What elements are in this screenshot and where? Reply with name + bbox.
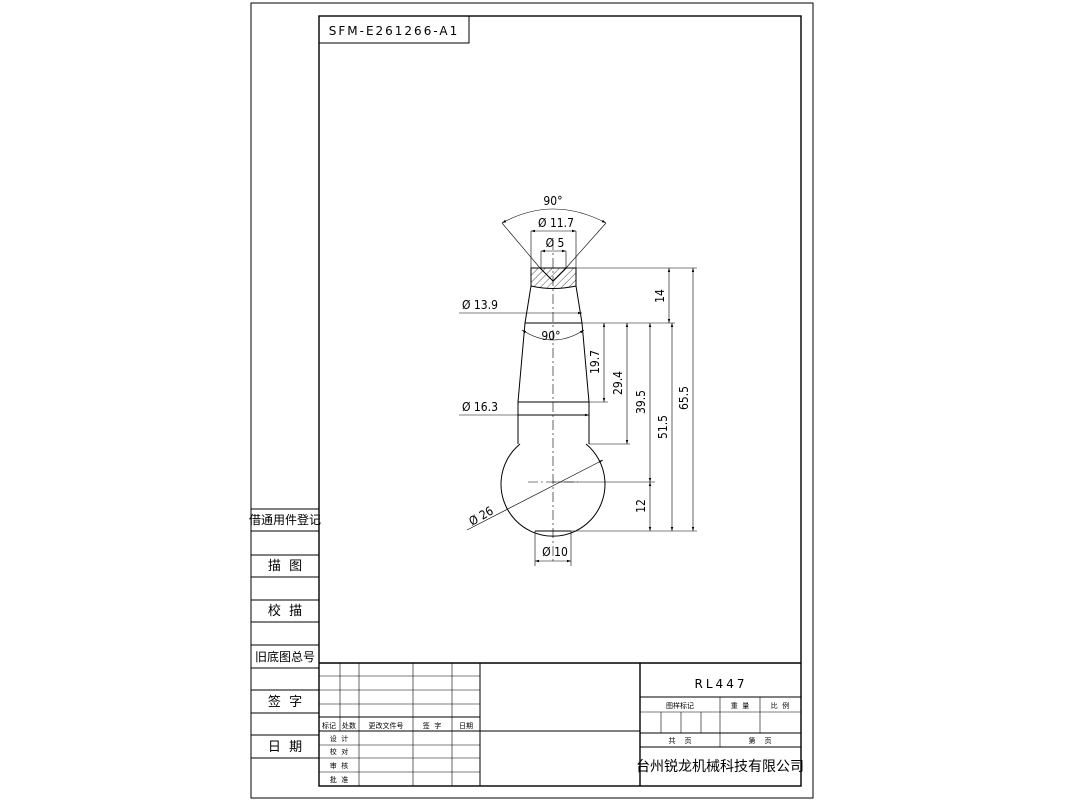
rev-header-date: 日期 xyxy=(459,722,473,730)
inner-border xyxy=(318,15,802,787)
dim-dia-16-3: Ø 16.3 xyxy=(462,400,498,414)
total-sheets-label: 共 页 xyxy=(669,736,692,745)
dim-dia-13-9: Ø 13.9 xyxy=(462,298,498,312)
side-old-drawing-label: 旧底图总号 xyxy=(255,649,315,664)
dim-len-19-7: 19.7 xyxy=(588,350,602,374)
drawing-code: SFM-E261266-A1 xyxy=(329,24,460,38)
rev-header-doc: 更改文件号 xyxy=(369,721,404,730)
side-panel: 借通用件登记 描 图 校 描 旧底图总号 签 字 日 期 xyxy=(249,508,321,759)
ball-outline xyxy=(500,443,606,537)
dim-len-29-4: 29.4 xyxy=(611,371,625,395)
company-name: 台州锐龙机械科技有限公司 xyxy=(636,759,804,775)
side-register-label: 借通用件登记 xyxy=(249,512,321,527)
dim-angle-mid: 90° xyxy=(541,329,560,343)
top-v-groove xyxy=(539,267,567,282)
role-proofread: 校 对 xyxy=(330,747,348,756)
revision-table: 标记 处数 更改文件号 签 字 日期 设 计 校 对 审 核 批 准 xyxy=(319,662,801,786)
side-check-trace-label: 校 描 xyxy=(268,603,302,619)
drawing-code-box: SFM-E261266-A1 xyxy=(318,15,470,44)
drawing-mark-label: 图样标记 xyxy=(666,701,694,710)
outer-border xyxy=(250,2,814,799)
dim-len-14: 14 xyxy=(653,289,667,303)
dim-len-12: 12 xyxy=(634,499,648,513)
side-date-label: 日 期 xyxy=(268,740,302,755)
role-approve: 批 准 xyxy=(330,775,348,784)
role-review: 审 核 xyxy=(330,761,348,770)
top-cap-hatch xyxy=(531,268,576,289)
dim-len-39-5: 39.5 xyxy=(634,390,648,414)
part-view: Ø 11.7 Ø 5 90° Ø 13.9 90° Ø 16.3 Ø 26 Ø … xyxy=(459,194,697,566)
side-trace-label: 描 图 xyxy=(268,559,302,574)
role-design: 设 计 xyxy=(330,734,348,743)
rev-header-mark: 标记 xyxy=(322,721,336,730)
dim-dia-ball: Ø 26 xyxy=(467,504,496,529)
dim-angle-top: 90° xyxy=(543,194,562,208)
dim-dia-bottom: Ø 10 xyxy=(542,545,568,559)
angle-top-arc xyxy=(501,208,607,224)
rev-header-sign: 签 字 xyxy=(423,721,441,730)
scale-label: 比 例 xyxy=(771,701,789,710)
angle-mid-arc xyxy=(521,329,585,341)
side-signature-label: 签 字 xyxy=(268,694,302,710)
dia-ball-line xyxy=(466,459,604,531)
dim-dia-top-outer: Ø 11.7 xyxy=(538,216,574,230)
sheet-no-label: 第 页 xyxy=(749,736,772,745)
dim-len-51-5: 51.5 xyxy=(656,415,670,439)
dim-dia-top-inner: Ø 5 xyxy=(546,236,565,250)
rev-header-count: 处数 xyxy=(342,721,356,730)
part-number: RL447 xyxy=(695,677,748,691)
dim-len-65-5: 65.5 xyxy=(677,386,691,410)
title-block: RL447 图样标记 重 量 比 例 共 页 第 页 台州锐龙机械科技有限公司 xyxy=(636,677,804,775)
weight-label: 重 量 xyxy=(731,702,749,710)
